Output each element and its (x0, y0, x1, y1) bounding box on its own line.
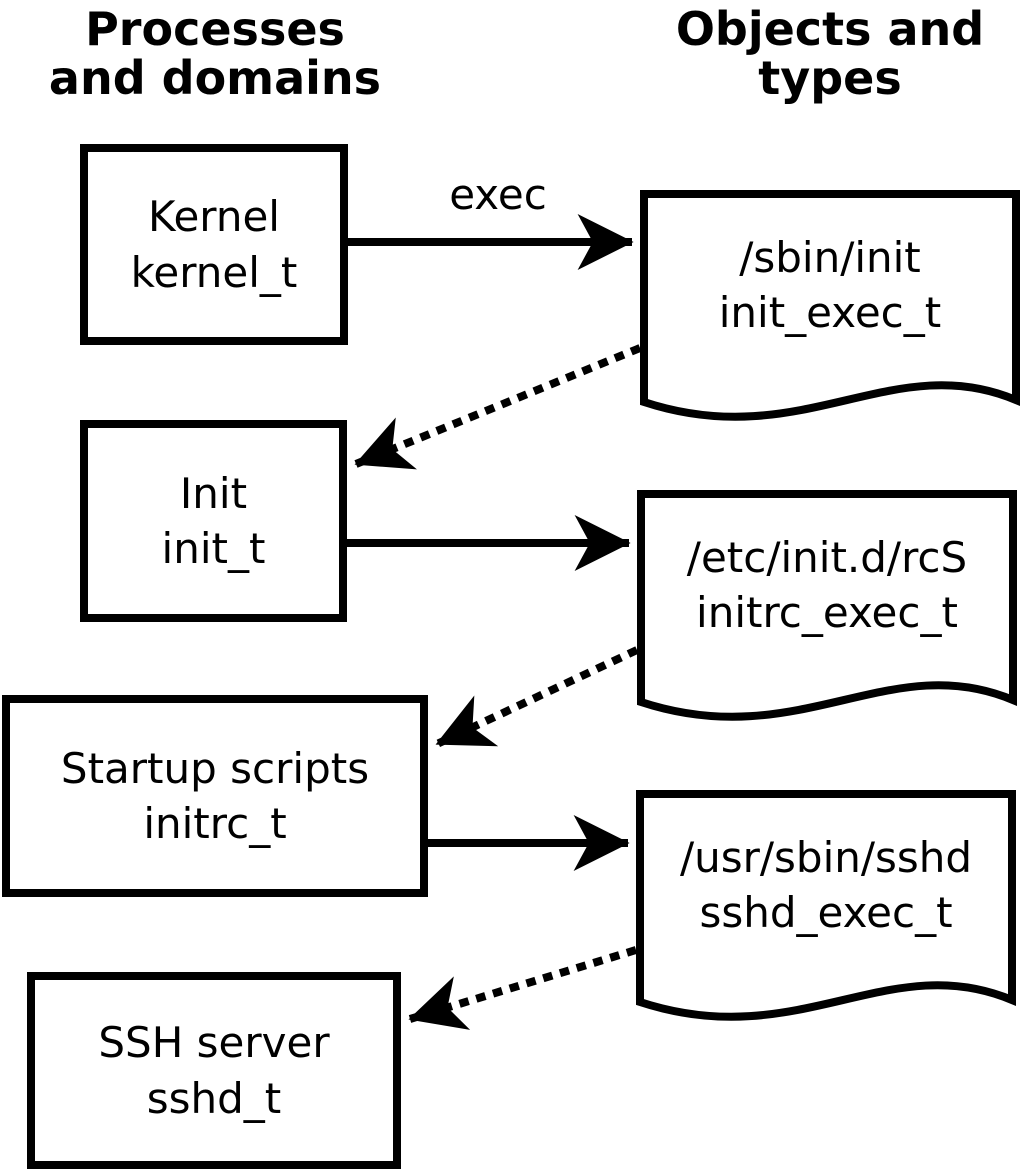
process-box-init: Init init_t (80, 420, 347, 622)
process-name: Init (179, 468, 248, 518)
domain-type: init_t (161, 524, 266, 573)
column-header-processes-line2: and domains (48, 50, 382, 105)
domain-type: sshd_t (146, 1073, 282, 1123)
document-shape-etc-initd-rcs (637, 490, 1017, 721)
process-box-kernel: Kernel kernel_t (80, 144, 348, 345)
dotted-arrow-initrc-exec-to-initrc (435, 646, 639, 748)
dotted-arrow-sshd-exec-to-sshd (408, 946, 638, 1030)
dotted-arrow-init-exec-to-init (354, 344, 642, 470)
process-name: Startup scripts (60, 743, 370, 793)
process-name: SSH server (98, 1018, 330, 1068)
document-shape-usr-sbin-sshd (636, 790, 1016, 1021)
process-box-startup-scripts: Startup scripts initrc_t (2, 695, 428, 897)
column-header-objects: Objects and types (630, 5, 1024, 103)
document-shape-sbin-init (640, 190, 1020, 421)
process-box-ssh-server: SSH server sshd_t (27, 972, 401, 1169)
column-header-processes-line1: Processes (85, 2, 345, 56)
exec-arrow-label: exec (449, 170, 547, 219)
domain-type: kernel_t (130, 247, 298, 297)
column-header-objects-line1: Objects and (675, 2, 985, 56)
column-header-objects-line2: types (758, 50, 902, 105)
column-header-processes: Processes and domains (15, 5, 415, 103)
process-name: Kernel (148, 192, 280, 242)
domain-type: initrc_t (143, 799, 287, 848)
